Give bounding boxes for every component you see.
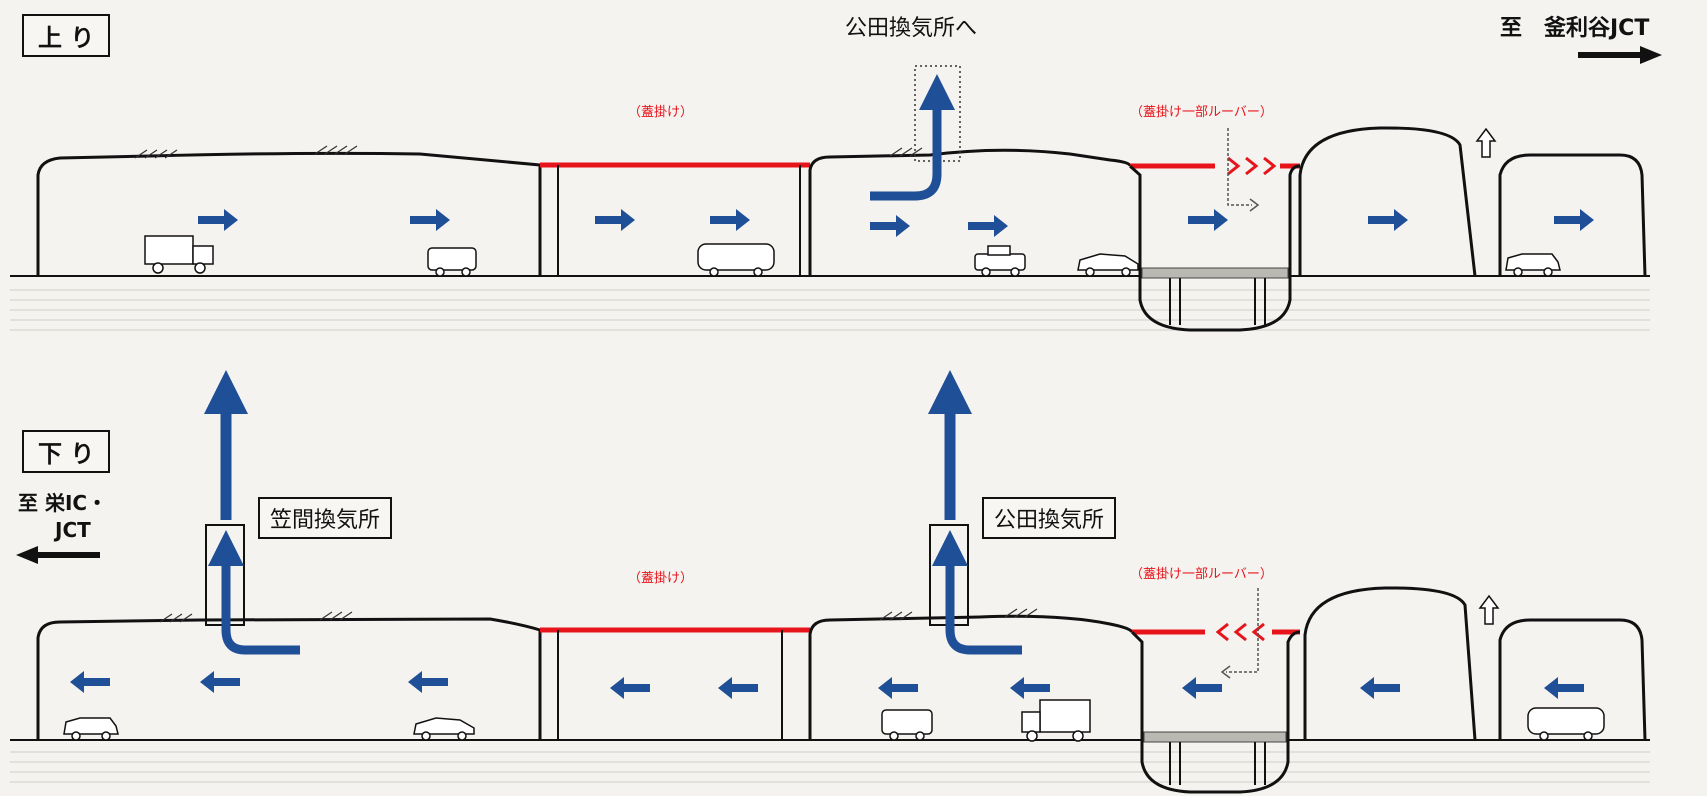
down-cover-label: （蓋掛け） xyxy=(628,571,694,586)
up-ground-hatch xyxy=(134,145,923,159)
up-road-hatching xyxy=(10,289,1650,331)
down-traffic-arrow-icon xyxy=(1360,677,1400,699)
down-traffic-arrow-icon xyxy=(718,677,758,699)
up-tunnel-section-4 xyxy=(1498,153,1647,277)
up-louver-flow xyxy=(1227,128,1252,206)
up-traffic-arrow-icon xyxy=(870,215,910,237)
up-traffic-arrow-icon xyxy=(1368,209,1408,231)
down-ground-hatch xyxy=(159,608,1038,623)
down-traffic-arrow-icon xyxy=(200,671,240,693)
down-station1-label: 笠間換気所 xyxy=(258,497,393,539)
down-station2-label: 公田換気所 xyxy=(982,497,1117,539)
down-louver-chevrons xyxy=(1215,622,1265,642)
up-truck-icon xyxy=(144,235,214,274)
up-underpass-beam xyxy=(1141,267,1289,279)
up-vent-label: 公田換気所へ xyxy=(845,16,978,41)
up-cover-louver-label: （蓋掛け一部ルーバー） xyxy=(1130,105,1273,120)
down-sports-car-icon xyxy=(413,717,475,741)
up-traffic-arrow-icon xyxy=(595,209,635,231)
up-vent-airflow xyxy=(870,74,955,201)
down-tunnel-section-3 xyxy=(1303,586,1477,741)
down-wagon-icon xyxy=(63,717,119,741)
up-cover-label: （蓋掛け） xyxy=(628,105,694,120)
down-traffic-arrow-icon xyxy=(70,671,110,693)
down-traffic-arrows xyxy=(70,671,1584,699)
up-destination-label: 至 釜利谷JCT xyxy=(1500,16,1650,41)
down-bus-icon xyxy=(1527,707,1605,741)
down-direction-label: 下 り xyxy=(22,430,111,473)
up-tunnel-section-3 xyxy=(1298,126,1477,277)
up-jeep-icon xyxy=(974,245,1026,277)
up-tunnel-section-1 xyxy=(36,151,542,276)
up-bus-icon xyxy=(697,243,775,277)
down-tunnel-section-1 xyxy=(36,617,542,740)
down-station1-airflow-in xyxy=(208,530,300,655)
down-tunnel-section-2 xyxy=(808,614,1134,740)
down-underpass xyxy=(1130,630,1301,794)
down-traffic-arrow-icon xyxy=(878,677,918,699)
up-wagon-icon xyxy=(1505,253,1561,277)
up-traffic-arrow-icon xyxy=(710,209,750,231)
down-destination-line2: JCT xyxy=(55,518,91,542)
up-direction-label: 上 り xyxy=(22,14,111,57)
up-louver-flow-head xyxy=(1249,198,1260,212)
down-traffic-arrow-icon xyxy=(1010,677,1050,699)
down-exit-arrow-icon xyxy=(1478,594,1500,625)
down-underpass-beam xyxy=(1143,731,1287,743)
down-traffic-arrow-icon xyxy=(1544,677,1584,699)
down-road-hatching xyxy=(10,751,1650,783)
up-traffic-arrow-icon xyxy=(1188,209,1228,231)
down-traffic-arrow-icon xyxy=(408,671,448,693)
up-tunnel-section-2 xyxy=(808,148,1132,276)
up-underpass xyxy=(1128,164,1301,332)
up-traffic-arrows xyxy=(198,209,1594,237)
down-louver-flow xyxy=(1226,588,1259,673)
up-louver-chevrons xyxy=(1227,156,1277,176)
up-exit-arrow-icon xyxy=(1475,127,1497,158)
down-traffic-arrow-icon xyxy=(1182,677,1222,699)
down-van-icon xyxy=(881,709,933,741)
down-traffic-arrow-icon xyxy=(610,677,650,699)
up-van-icon xyxy=(427,247,477,277)
up-traffic-arrow-icon xyxy=(198,209,238,231)
down-line xyxy=(10,370,1650,794)
up-traffic-arrow-icon xyxy=(968,215,1008,237)
up-traffic-arrow-icon xyxy=(410,209,450,231)
down-destination-line1: 至 栄IC・ xyxy=(18,491,108,515)
down-station2-airflow-in xyxy=(932,530,1022,655)
down-destination-arrow-icon xyxy=(16,546,100,564)
up-sports-car-icon xyxy=(1077,253,1139,277)
up-destination-arrow-icon xyxy=(1578,46,1662,64)
down-louver-flow-head xyxy=(1220,665,1231,679)
up-line xyxy=(10,65,1650,332)
up-traffic-arrow-icon xyxy=(1554,209,1594,231)
down-cover-louver-label: （蓋掛け一部ルーバー） xyxy=(1130,567,1273,582)
down-truck-icon xyxy=(1021,699,1091,742)
down-tunnel-section-4 xyxy=(1498,618,1647,741)
